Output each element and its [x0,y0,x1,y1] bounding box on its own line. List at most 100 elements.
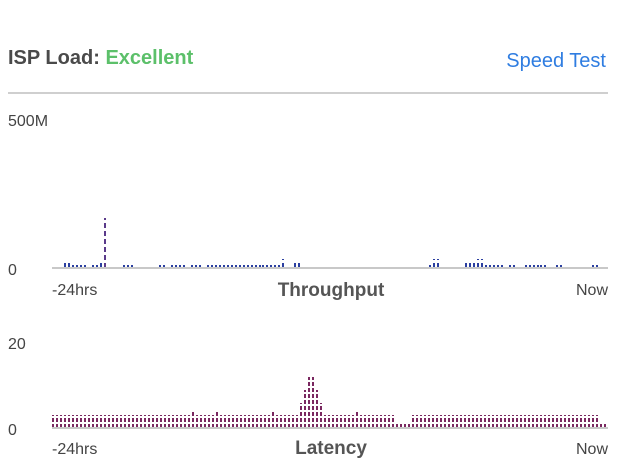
throughput-bar [532,265,535,268]
latency-bar [356,411,358,428]
latency-bar [480,415,482,428]
throughput-bar [198,265,201,268]
throughput-bar [592,265,595,268]
throughput-bar [246,264,249,268]
isp-load-status: Excellent [105,47,194,69]
latency-bar [128,415,130,428]
latency-bar [228,415,230,428]
latency-bar [444,415,446,428]
latency-bar [192,411,194,428]
latency-bar [532,415,534,428]
latency-bar [152,415,154,428]
throughput-bar [179,265,182,268]
throughput-bar [433,259,436,268]
latency-bar [116,415,118,428]
latency-bar [568,415,570,428]
latency-bar [380,415,382,428]
latency-bar [420,415,422,428]
latency-bar [368,415,370,428]
latency-y-min: 0 [8,422,17,439]
latency-x-end: Now [575,441,608,458]
latency-bar [104,415,106,428]
latency-bar [360,415,362,428]
throughput-bar [508,265,511,268]
throughput-bar [99,263,102,268]
speed-test-link[interactable]: Speed Test [506,50,606,72]
latency-bar [552,415,554,428]
throughput-bar [95,265,98,268]
throughput-bar [540,265,543,268]
latency-bar [472,415,474,428]
latency-bar [564,415,566,428]
throughput-bar [298,263,301,268]
latency-bar [440,415,442,428]
latency-baseline [52,427,608,429]
latency-bar [516,415,518,428]
latency-bar [276,415,278,428]
latency-bar [352,415,354,428]
throughput-bar [183,265,186,268]
throughput-bar [194,265,197,268]
latency-bar [88,415,90,428]
throughput-bar [191,265,193,268]
throughput-bar [536,265,539,268]
latency-bar [436,415,438,428]
latency-bar [280,415,282,428]
throughput-baseline [52,267,608,269]
latency-bar [424,415,426,428]
latency-bar [336,415,338,428]
latency-bar [100,415,102,428]
latency-bar [512,415,514,428]
latency-bar [576,415,578,428]
latency-bar [188,415,190,428]
throughput-bar [266,265,269,268]
latency-bar [504,415,506,428]
latency-bar [324,415,326,428]
latency-bar [164,415,166,428]
throughput-bar [469,263,471,268]
latency-bar [148,415,150,428]
throughput-bar [131,265,134,268]
latency-bar [240,415,242,428]
latency-bar [68,415,70,428]
throughput-bar [596,265,599,268]
throughput-bar [214,265,217,268]
latency-bar [144,415,146,428]
latency-bar [464,415,466,428]
throughput-bar [524,265,527,268]
latency-y-max: 20 [8,336,26,353]
throughput-bar [262,265,265,268]
latency-bar [400,421,402,428]
throughput-bar [472,263,475,268]
throughput-bar [63,263,66,268]
latency-bar [308,377,310,428]
throughput-bar [79,265,82,268]
latency-bar [484,415,486,428]
latency-bar [200,415,202,428]
throughput-bar [163,265,166,268]
latency-bar [428,415,430,428]
latency-bar [208,415,210,428]
throughput-chart [52,122,608,268]
latency-bar [284,415,286,428]
latency-bar [176,415,178,428]
latency-bar [136,415,138,428]
latency-bar [260,415,262,428]
latency-bar [416,415,418,428]
latency-bar [432,415,434,428]
throughput-bar [234,264,237,268]
latency-bar [592,415,594,428]
latency-bar [56,415,58,428]
throughput-bar [512,265,515,268]
latency-bar [244,415,246,428]
throughput-bar [250,264,253,268]
latency-bar [520,415,522,428]
latency-bar [212,415,214,428]
latency-bar [540,415,542,428]
latency-bar [268,415,270,428]
latency-bar [312,377,314,428]
throughput-bar [83,265,86,268]
throughput-bar [500,265,503,268]
throughput-bar [476,259,479,268]
throughput-bar [226,265,229,268]
